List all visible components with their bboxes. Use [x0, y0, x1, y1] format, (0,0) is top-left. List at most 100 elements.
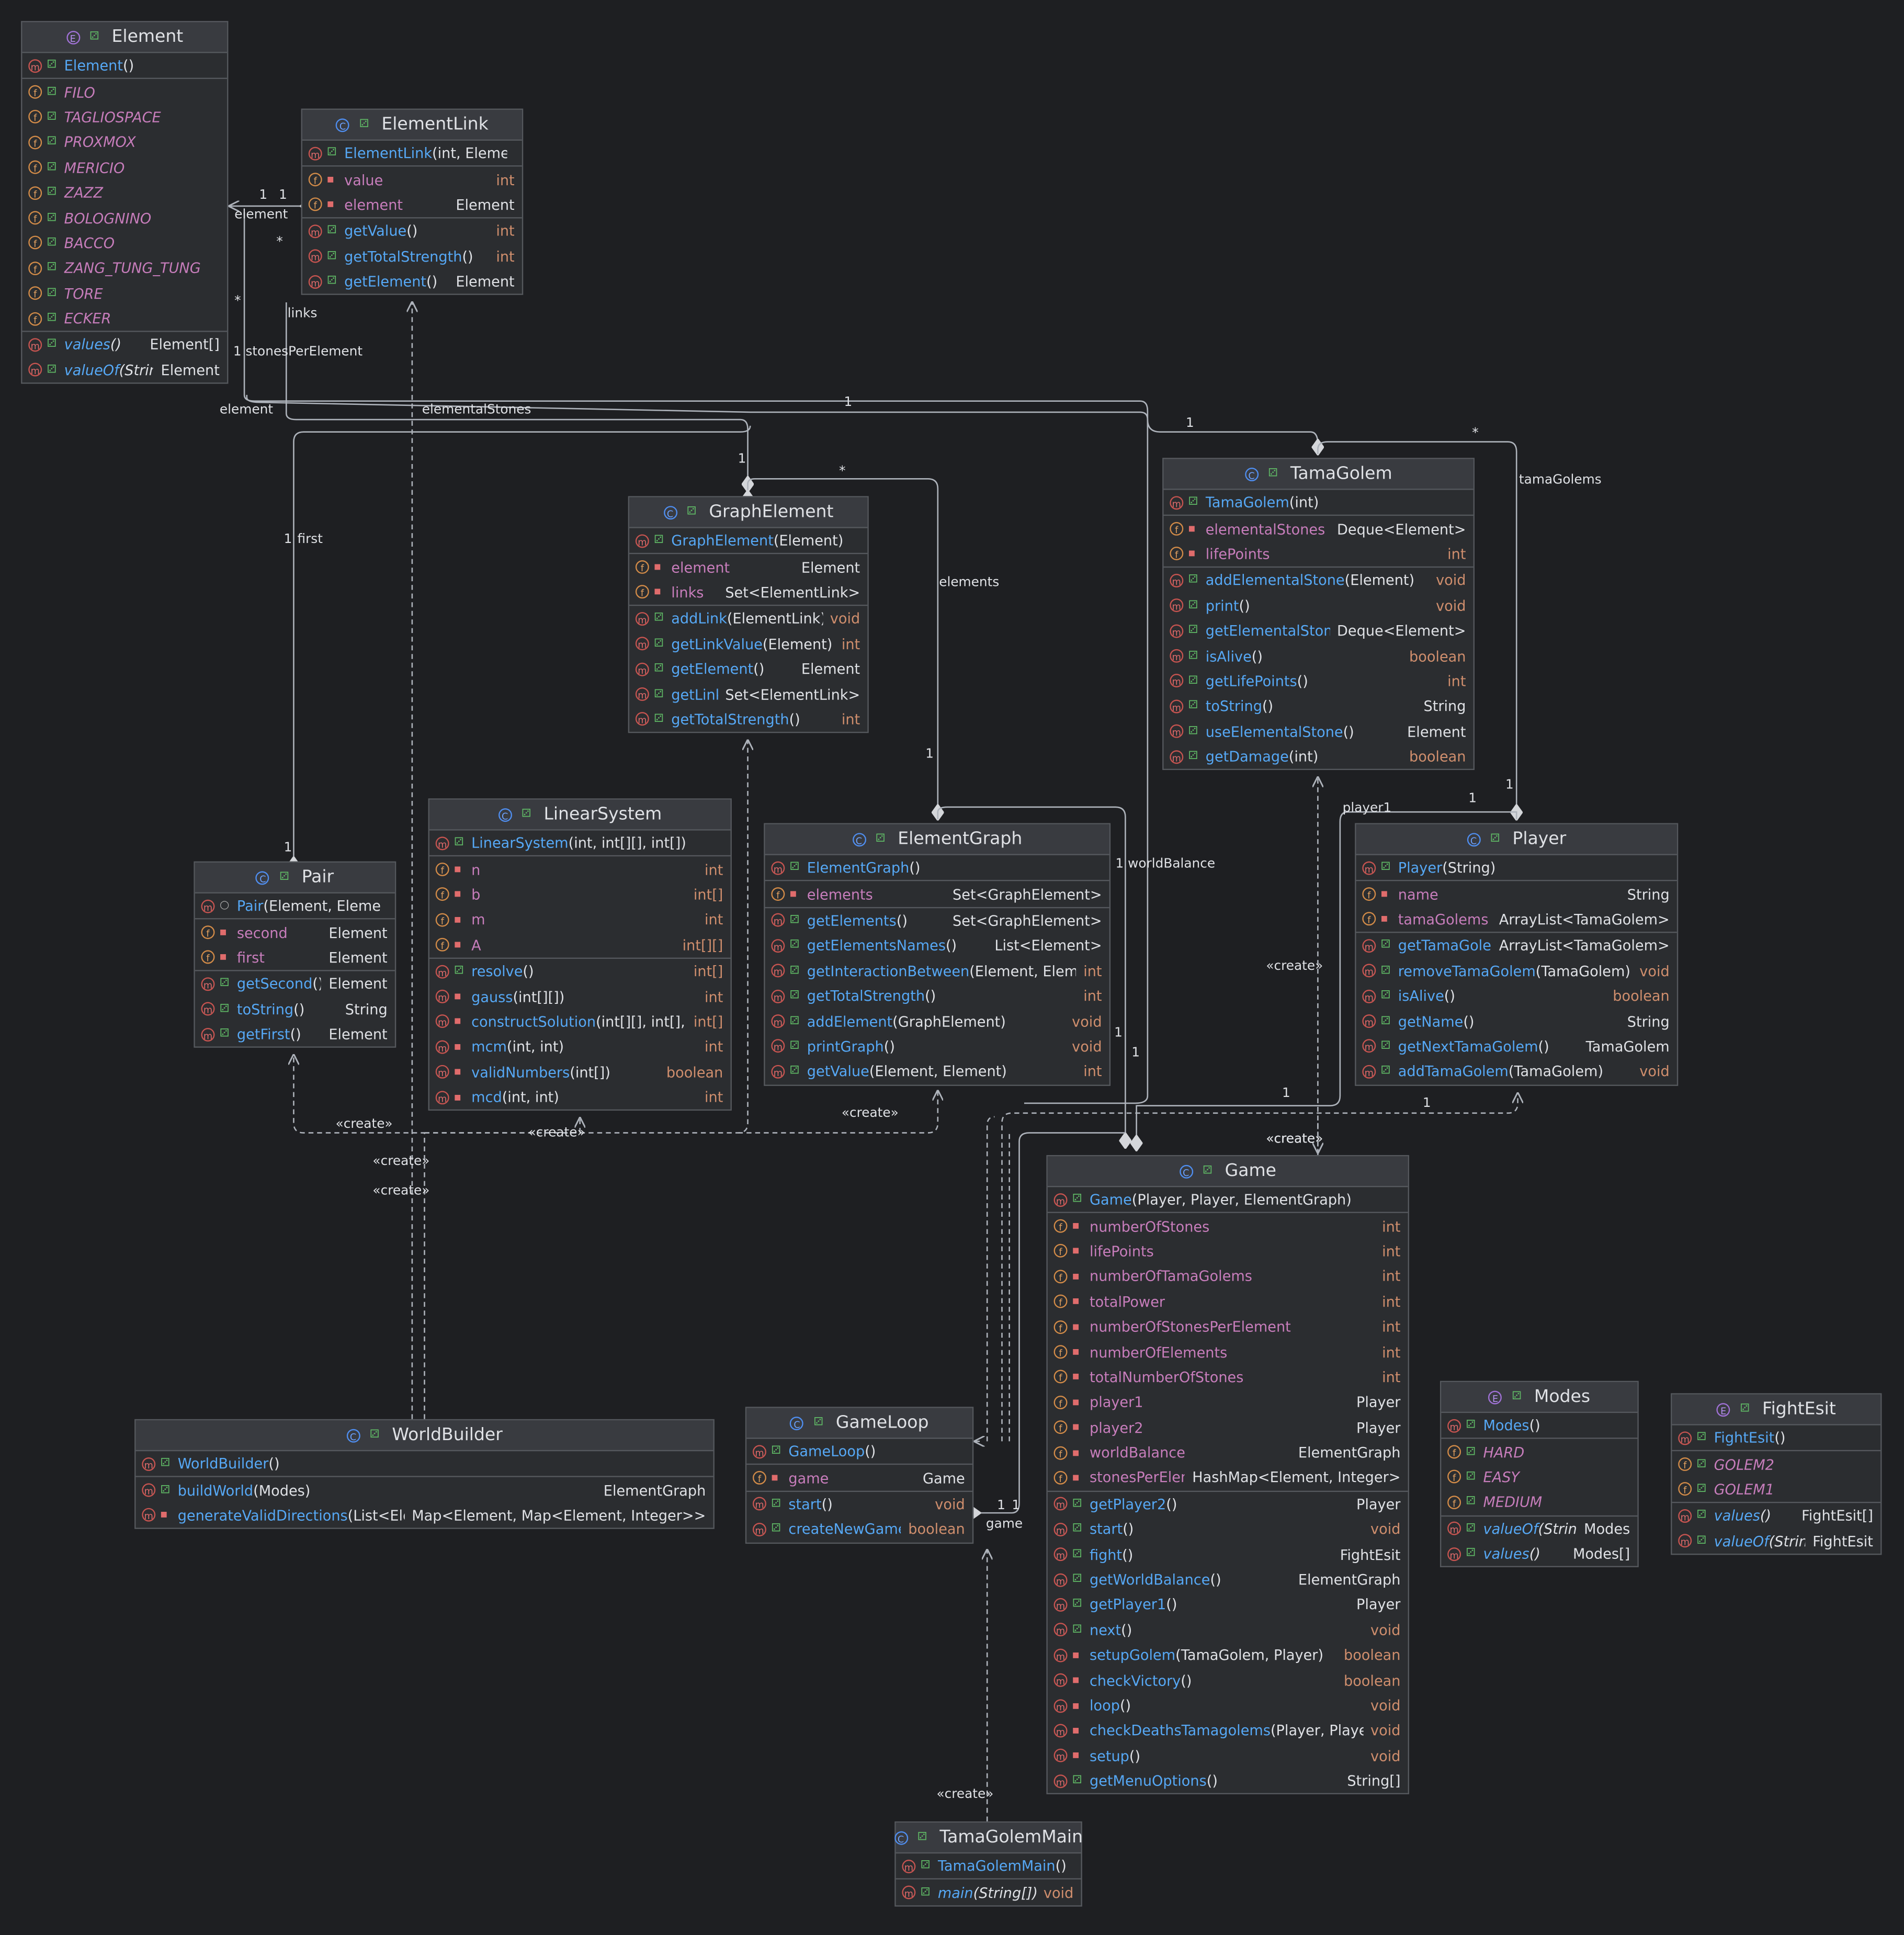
member-method[interactable]: m⚂resolve()int[] [429, 959, 731, 984]
member-method[interactable]: m⚂getWorldBalance()ElementGraph [1048, 1567, 1408, 1592]
member-method[interactable]: m⚂LinearSystem(int, int[][], int[]) [429, 831, 731, 856]
member-method[interactable]: m⚂main(String[])void [896, 1880, 1081, 1905]
member-method[interactable]: m⚂getValue(Element, Element)int [765, 1059, 1109, 1084]
member-method[interactable]: m⚂Modes() [1441, 1413, 1637, 1438]
member-method[interactable]: m⚂WorldBuilder() [135, 1451, 713, 1476]
member-method[interactable]: m⚂start()void [1048, 1517, 1408, 1542]
member-field[interactable]: f⚂HARD [1441, 1440, 1637, 1465]
member-method[interactable]: m⚂getElement()Element [629, 657, 867, 682]
member-method[interactable]: m⚂fight()FightEsit [1048, 1542, 1408, 1567]
member-method[interactable]: m■mcm(int, int)int [429, 1034, 731, 1059]
member-method[interactable]: m■setup()void [1048, 1743, 1408, 1768]
member-method[interactable]: m⚂ElementGraph() [765, 855, 1109, 880]
member-method[interactable]: m⚂getPlayer1()Player [1048, 1592, 1408, 1617]
member-method[interactable]: m■setupGolem(TamaGolem, Player)boolean [1048, 1643, 1408, 1668]
member-method[interactable]: m⚂getDamage(int)boolean [1164, 744, 1474, 769]
member-method[interactable]: m⚂valueOf(String)Element [22, 357, 227, 382]
member-method[interactable]: m⚂print()void [1164, 593, 1474, 618]
member-field[interactable]: f■stonesPerElementHashMap<Element, Integ… [1048, 1465, 1408, 1490]
member-method[interactable]: m⚂isAlive()boolean [1164, 643, 1474, 669]
class-header[interactable]: C⚂ElementLink [302, 109, 522, 141]
class-header[interactable]: C⚂TamaGolemMain [894, 1823, 1083, 1854]
member-method[interactable]: m■validNumbers(int[])boolean [429, 1059, 731, 1084]
class-header[interactable]: C⚂ElementGraph [765, 824, 1109, 855]
class-header[interactable]: C⚂TamaGolem [1163, 459, 1474, 490]
member-method[interactable]: m⚂getElement()Element [302, 269, 522, 294]
member-method[interactable]: m⚂ElementLink(int, Element) [302, 141, 522, 166]
member-field[interactable]: f⚂ECKER [22, 306, 227, 331]
member-field[interactable]: f⚂TAGLIOSPACE [22, 105, 227, 130]
member-method[interactable]: m⚂addElementalStone(Element)void [1164, 568, 1474, 593]
member-method[interactable]: m⚂getMenuOptions()String[] [1048, 1768, 1408, 1793]
member-method[interactable]: m⚂start()void [746, 1492, 972, 1517]
member-method[interactable]: m⚂GraphElement(Element) [629, 528, 867, 553]
member-method[interactable]: m⚂addLink(ElementLink)void [629, 606, 867, 631]
member-method[interactable]: m⚂useElementalStone()Element [1164, 719, 1474, 744]
member-field[interactable]: f⚂GOLEM1 [1672, 1477, 1880, 1502]
member-method[interactable]: m■mcd(int, int)int [429, 1084, 731, 1110]
member-method[interactable]: m⚂printGraph()void [765, 1034, 1109, 1059]
class-header[interactable]: C⚂WorldBuilder [135, 1420, 713, 1452]
member-field[interactable]: f⚂ZAZZ [22, 180, 227, 205]
member-method[interactable]: m⚂getLinkValue(Element)int [629, 631, 867, 657]
member-method[interactable]: m⚂getTotalStrength()int [629, 707, 867, 732]
class-header[interactable]: C⚂GraphElement [629, 497, 868, 528]
member-method[interactable]: m⚂buildWorld(Modes)ElementGraph [135, 1478, 713, 1503]
member-method[interactable]: m⚂getName()String [1356, 1009, 1677, 1034]
member-field[interactable]: f⚂TORE [22, 281, 227, 306]
member-method[interactable]: m■constructSolution(int[][], int[], int)… [429, 1009, 731, 1034]
class-header[interactable]: C⚂Player [1356, 824, 1677, 855]
member-field[interactable]: f⚂BACCO [22, 231, 227, 256]
member-field[interactable]: f⚂ZANG_TUNG_TUNG [22, 256, 227, 281]
member-method[interactable]: m■checkDeathsTamagolems(Player, Player)v… [1048, 1718, 1408, 1743]
member-method[interactable]: m⚂getInteractionBetween(Element, Element… [765, 958, 1109, 983]
member-method[interactable]: m■generateValidDirections(List<Element>)… [135, 1503, 713, 1528]
member-method[interactable]: m⚂FightEsit() [1672, 1425, 1880, 1451]
member-method[interactable]: m⚂addTamaGolem(TamaGolem)void [1356, 1059, 1677, 1084]
class-header[interactable]: C⚂Game [1047, 1156, 1408, 1187]
member-method[interactable]: m■loop()void [1048, 1693, 1408, 1718]
member-method[interactable]: m⚂getSecond()Element [195, 971, 395, 997]
member-method[interactable]: m⚂values()Modes[] [1441, 1541, 1637, 1566]
member-method[interactable]: m⚂next()void [1048, 1617, 1408, 1643]
member-method[interactable]: m⚂getLifePoints()int [1164, 669, 1474, 694]
member-method[interactable]: m⚂TamaGolemMain() [896, 1853, 1081, 1879]
member-method[interactable]: m⚂values()FightEsit[] [1672, 1503, 1880, 1529]
member-method[interactable]: m⚂getElements()Set<GraphElement> [765, 908, 1109, 933]
member-method[interactable]: m⚂getValue()int [302, 219, 522, 244]
member-method[interactable]: m⚂getTotalStrength()int [765, 983, 1109, 1009]
class-header[interactable]: E⚂Element [22, 22, 228, 53]
member-field[interactable]: f⚂MERICIO [22, 155, 227, 180]
member-method[interactable]: m⚂TamaGolem(int) [1164, 490, 1474, 515]
member-field[interactable]: f⚂GOLEM2 [1672, 1452, 1880, 1477]
member-method[interactable]: m○Pair(Element, Element) [195, 893, 395, 919]
class-header[interactable]: E⚂FightEsit [1672, 1394, 1881, 1425]
member-method[interactable]: m⚂getLinks()Set<ElementLink> [629, 682, 867, 707]
